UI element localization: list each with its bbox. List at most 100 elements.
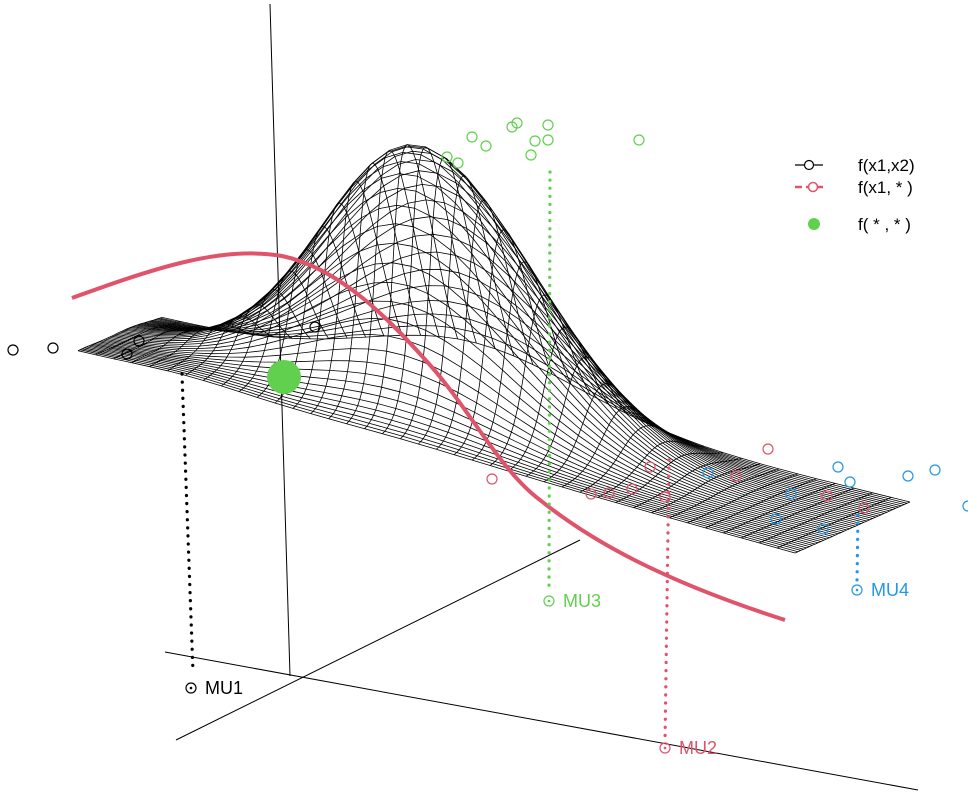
legend-entry-surface: f(x1,x2): [795, 156, 915, 175]
data-point: [770, 513, 782, 525]
data-point: [441, 151, 453, 163]
drop-line: [180, 372, 195, 674]
mode-label-text: MU1: [205, 678, 243, 698]
data-point: [511, 117, 523, 129]
mesh-line: [121, 173, 856, 527]
mesh-line: [794, 501, 911, 554]
data-point: [121, 348, 133, 360]
mesh-line: [453, 229, 553, 456]
mesh-line: [579, 425, 686, 493]
legend-entry-marginal: f(x1, * ): [795, 178, 913, 197]
mesh-line: [382, 146, 477, 434]
mesh-line: [113, 325, 200, 360]
mode-marker-icon: [543, 595, 555, 607]
data-point: [133, 335, 145, 347]
mesh-line: [111, 262, 842, 533]
drop-line: [855, 513, 860, 584]
mesh-line: [131, 328, 218, 364]
mesh-line: [669, 468, 780, 519]
data-point: [529, 135, 541, 147]
data-point: [452, 157, 464, 169]
axes: [164, 3, 919, 791]
legend-entry-overall: f( * , * ): [808, 215, 911, 234]
mode-marker-dot-icon: [547, 599, 551, 603]
mode-marker-icon: [851, 584, 863, 596]
legend-filled-circle-icon: [808, 218, 820, 230]
mesh-line: [310, 180, 403, 414]
mode-label-mu1: MU1: [185, 678, 243, 698]
drop-line: [663, 458, 671, 744]
mesh-line: [758, 492, 873, 544]
mesh-line: [95, 321, 181, 356]
data-point: [762, 443, 774, 455]
data-point: [480, 140, 492, 152]
data-point: [585, 488, 597, 500]
mesh-line: [615, 452, 723, 503]
marginal-curve: [71, 251, 786, 622]
legend-label: f(x1,x2): [858, 156, 915, 175]
mode-label-mu4: MU4: [851, 580, 909, 600]
data-point: [902, 470, 914, 482]
mesh-line: [489, 294, 591, 466]
data-point: [844, 476, 856, 488]
data-point: [832, 461, 844, 473]
y-axis: [175, 539, 581, 741]
data-point: [633, 134, 645, 146]
mesh-line: [185, 315, 274, 376]
data-point: [542, 134, 554, 146]
mesh-line: [221, 289, 311, 387]
surface-mesh: [77, 144, 911, 554]
mesh-line: [238, 270, 330, 392]
data-point: [466, 131, 478, 143]
mode-label-mu2: MU2: [659, 738, 717, 758]
data-point: [7, 344, 19, 356]
mesh-line: [346, 149, 440, 424]
legend-label: f( * , * ): [858, 215, 911, 234]
data-point: [817, 523, 829, 535]
mesh-line: [292, 202, 385, 409]
data-point: [659, 491, 671, 503]
data-point: [785, 488, 797, 500]
data-point: [47, 342, 59, 354]
legend-open-circle-icon: [807, 181, 819, 193]
data-point: [309, 321, 321, 333]
mesh-line: [633, 457, 742, 508]
data-point: [486, 473, 498, 485]
data-point: [858, 502, 870, 514]
mesh-line: [525, 356, 629, 477]
legend-open-circle-icon: [803, 159, 815, 171]
mesh-line: [776, 497, 892, 549]
mode-label-text: MU2: [679, 738, 717, 758]
mesh-line: [597, 440, 704, 498]
data-point: [525, 149, 537, 161]
mode-label-text: MU4: [871, 580, 909, 600]
x-axis: [164, 651, 919, 791]
data-point: [821, 490, 833, 502]
mesh-line: [159, 317, 908, 504]
legend: f(x1,x2) f(x1, * ) f( * , * ): [795, 156, 915, 234]
overall-point: [267, 360, 301, 394]
mode-label-mu3: MU3: [543, 591, 601, 611]
data-point: [542, 119, 554, 131]
data-point: [644, 461, 656, 473]
mesh-line: [741, 487, 855, 539]
data-point: [626, 483, 638, 495]
mesh-line: [203, 304, 293, 381]
mode-marker-icon: [185, 682, 197, 694]
mesh-line: [471, 261, 572, 461]
data-point: [702, 467, 714, 479]
data-point: [603, 487, 615, 499]
mesh-line: [561, 406, 667, 488]
mode-marker-icon: [659, 742, 671, 754]
data-point: [962, 500, 968, 512]
scatter-points: [7, 117, 968, 535]
mesh-line: [687, 473, 798, 524]
drop-line: [547, 170, 552, 594]
mesh-line: [418, 175, 515, 445]
mesh-line: [328, 162, 421, 419]
drop-lines: [180, 170, 860, 744]
mesh-line: [436, 199, 534, 450]
mesh-line: [651, 463, 761, 514]
